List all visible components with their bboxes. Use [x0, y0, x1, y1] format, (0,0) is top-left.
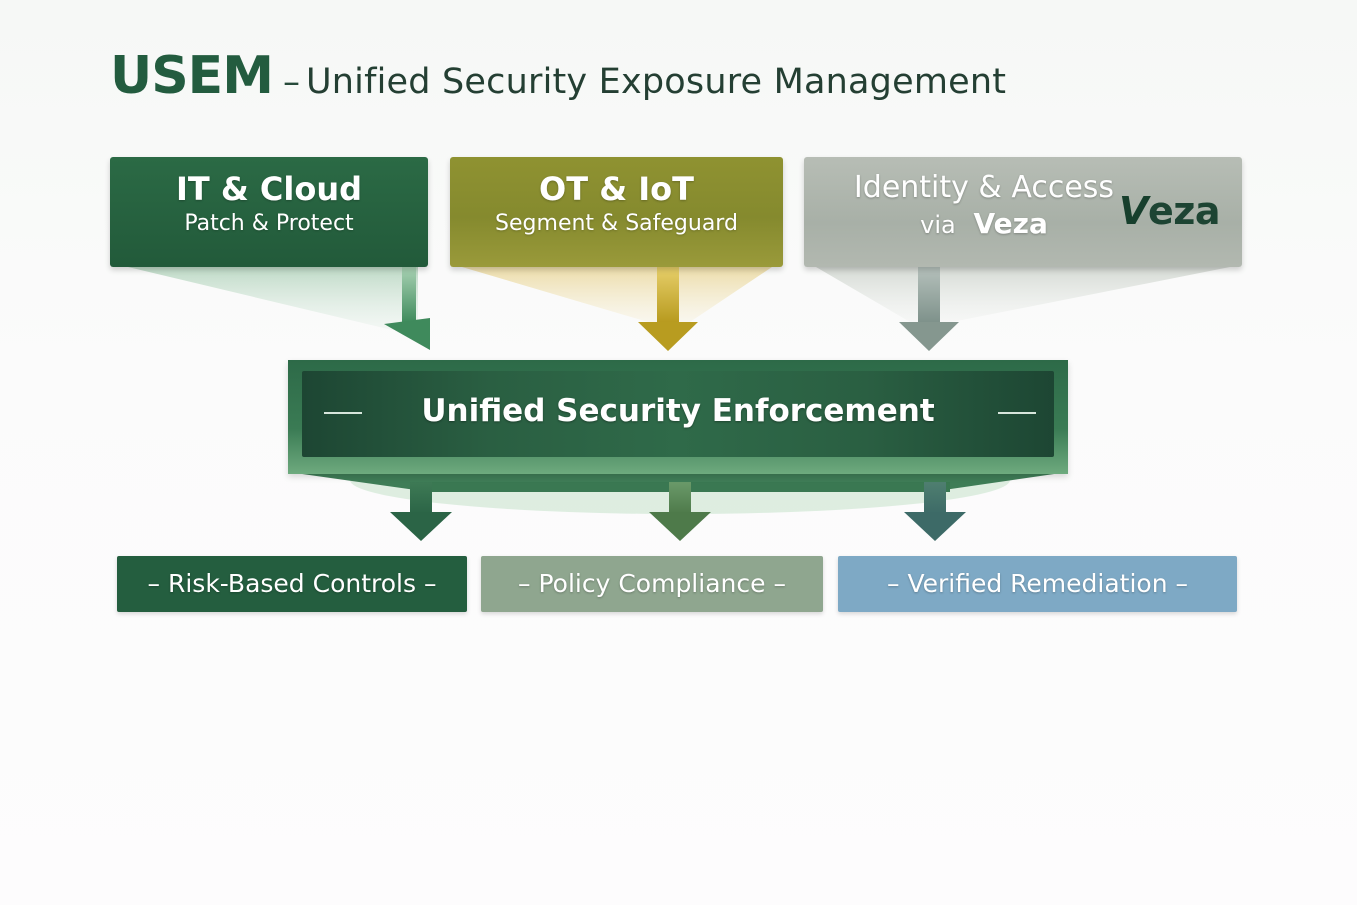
hub-dash-left	[324, 412, 362, 414]
arrow-down-icon	[649, 482, 711, 541]
hub-label: Unified Security Enforcement	[421, 393, 935, 429]
vendor-name: Veza	[973, 207, 1048, 240]
source-subtitle: Patch & Protect	[184, 211, 354, 236]
source-title: Identity & Access	[853, 170, 1115, 205]
source-subtitle: via Veza	[804, 207, 1164, 242]
hub-panel	[302, 371, 1054, 457]
source-text: Identity & Access via Veza	[804, 171, 1164, 242]
source-title: IT & Cloud	[175, 170, 363, 208]
logo-letter-v: V	[1119, 189, 1148, 233]
outcome-verified-remediation: – Verified Remediation –	[838, 556, 1237, 612]
source-it-cloud: IT & Cloud Patch & Protect	[110, 157, 428, 267]
via-word: via	[920, 211, 956, 239]
source-ot-iot: OT & IoT Segment & Safeguard	[450, 157, 783, 267]
outcome-policy-compliance: – Policy Compliance –	[481, 556, 823, 612]
arrow-down-icon	[899, 267, 959, 351]
logo-letters: eza	[1147, 189, 1221, 233]
source-identity-access: Identity & Access via Veza Veza	[804, 157, 1242, 267]
veza-logo: Veza	[1119, 189, 1220, 233]
title-subtitle: Unified Security Exposure Management	[305, 62, 1007, 102]
source-title: OT & IoT	[539, 170, 694, 208]
title-brand: USEM	[110, 46, 274, 106]
outcome-risk-based-controls: – Risk-Based Controls –	[117, 556, 467, 612]
arrow-down-icon	[904, 482, 966, 541]
funnel-id	[816, 267, 1230, 322]
title-dash: –	[282, 62, 300, 102]
funnel-ot	[462, 267, 772, 322]
arrow-down-icon	[384, 267, 430, 350]
source-subtitle: Segment & Safeguard	[495, 211, 738, 236]
hub-dash-right	[998, 412, 1036, 414]
arrow-down-icon	[638, 267, 698, 351]
arrow-down-icon	[390, 482, 452, 541]
page-title: USEM–Unified Security Exposure Managemen…	[110, 46, 1006, 106]
funnel-it	[128, 267, 418, 332]
